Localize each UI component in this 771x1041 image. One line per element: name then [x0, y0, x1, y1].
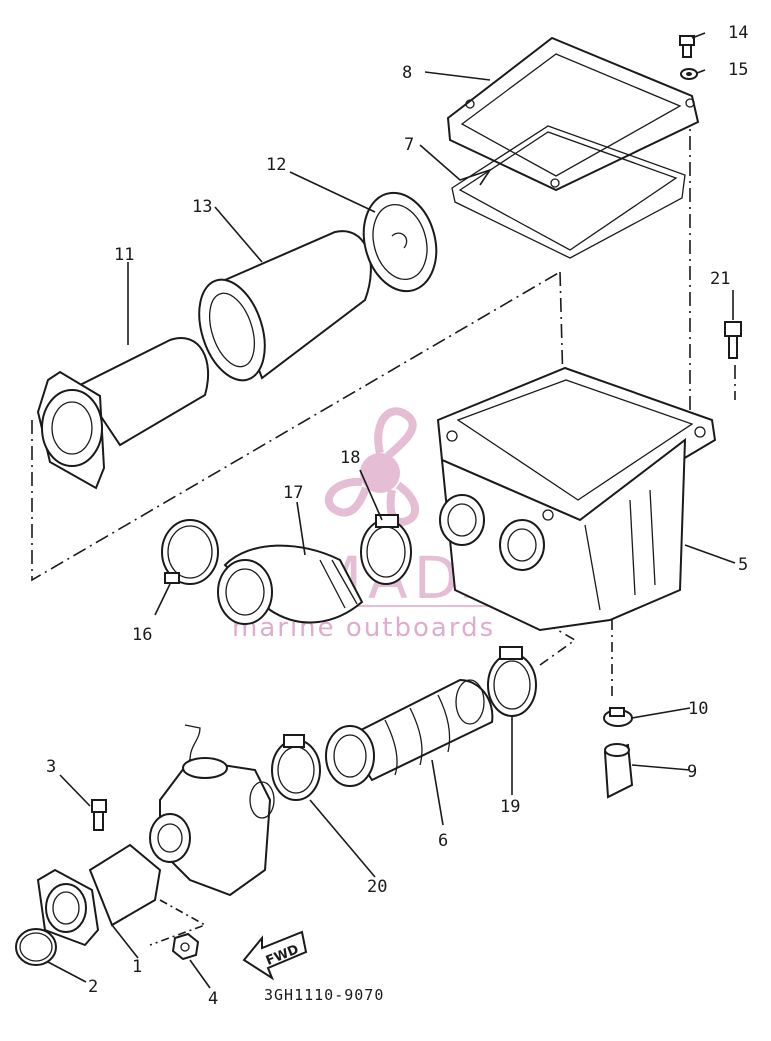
label-part-10: 10: [688, 699, 708, 719]
label-part-18: 18: [340, 448, 360, 468]
filter-element: [36, 337, 210, 490]
label-part-1: 1: [132, 957, 142, 977]
label-part-8: 8: [402, 63, 412, 83]
intake-elbow: [217, 544, 364, 625]
screw-icon: [679, 35, 695, 58]
washer-icon: [680, 68, 698, 80]
carburetor: [149, 724, 275, 897]
o-ring: [15, 928, 57, 966]
filter-cap: [362, 191, 438, 293]
label-part-15: 15: [728, 60, 748, 80]
label-part-19: 19: [500, 797, 520, 817]
drawing-code: 3GH1110-9070: [264, 986, 384, 1004]
intake-boot: [325, 678, 494, 787]
label-part-11: 11: [114, 245, 134, 265]
fwd-arrow-icon: FWD: [242, 930, 308, 981]
leader-lines: [47, 32, 736, 989]
label-part-4: 4: [208, 989, 218, 1009]
label-part-3: 3: [46, 757, 56, 777]
carb-joint: [36, 843, 162, 947]
label-part-21: 21: [710, 269, 730, 289]
clamp-16: [161, 519, 219, 585]
bolt-3-icon: [91, 799, 107, 831]
filter-cylinder: [198, 230, 372, 382]
nut-icon: [171, 932, 200, 961]
airbox-case: [436, 366, 717, 632]
watermark-tagline: marine outboards: [232, 613, 495, 643]
label-part-2: 2: [88, 977, 98, 997]
clamp-20: [271, 734, 321, 801]
clamp-19: [487, 646, 537, 717]
bolt-icon: [724, 321, 742, 359]
airbox-cover: [446, 36, 700, 192]
label-part-7: 7: [404, 135, 414, 155]
label-part-16: 16: [132, 625, 152, 645]
label-part-12: 12: [266, 155, 286, 175]
label-part-17: 17: [283, 483, 303, 503]
label-part-9: 9: [687, 762, 697, 782]
label-part-6: 6: [438, 831, 448, 851]
airbox-gasket: [451, 125, 686, 259]
label-part-5: 5: [738, 555, 748, 575]
part-labels: 8 7 12 13 11 14 15 21 5 18 17 16 10 9 19…: [46, 23, 748, 1009]
label-part-13: 13: [192, 197, 212, 217]
drain-plug: [603, 743, 634, 799]
watermark-logo-icon: [325, 407, 419, 527]
label-part-14: 14: [728, 23, 748, 43]
drain-clip: [603, 707, 633, 727]
label-part-20: 20: [367, 877, 387, 897]
